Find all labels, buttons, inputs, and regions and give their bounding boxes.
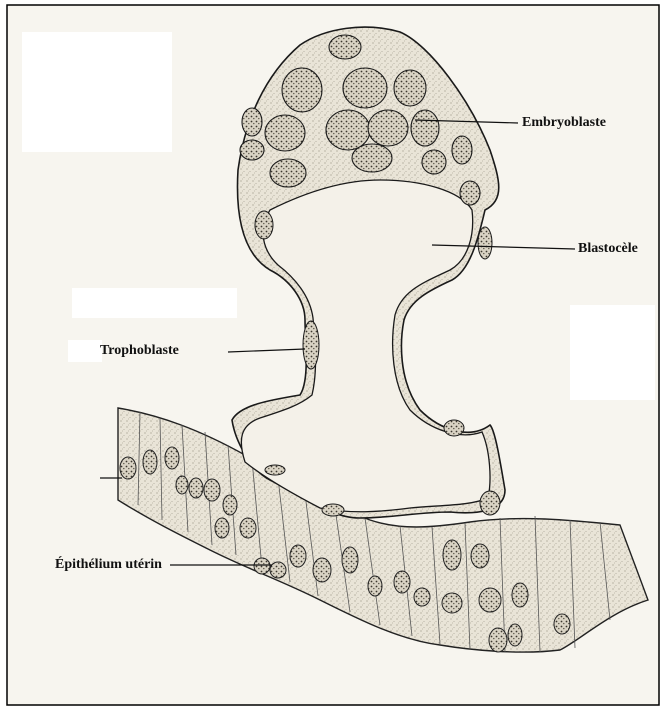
label-embryoblaste: Embryoblaste [522,115,606,131]
blank-patch [570,305,655,400]
label-trophoblaste: Trophoblaste [100,343,179,359]
blank-patch [72,288,237,318]
blank-patch [68,340,102,362]
blank-patch [22,32,172,152]
label-blastocele: Blastocèle [578,241,638,257]
label-epithelium: Épithélium utérin [55,557,162,573]
